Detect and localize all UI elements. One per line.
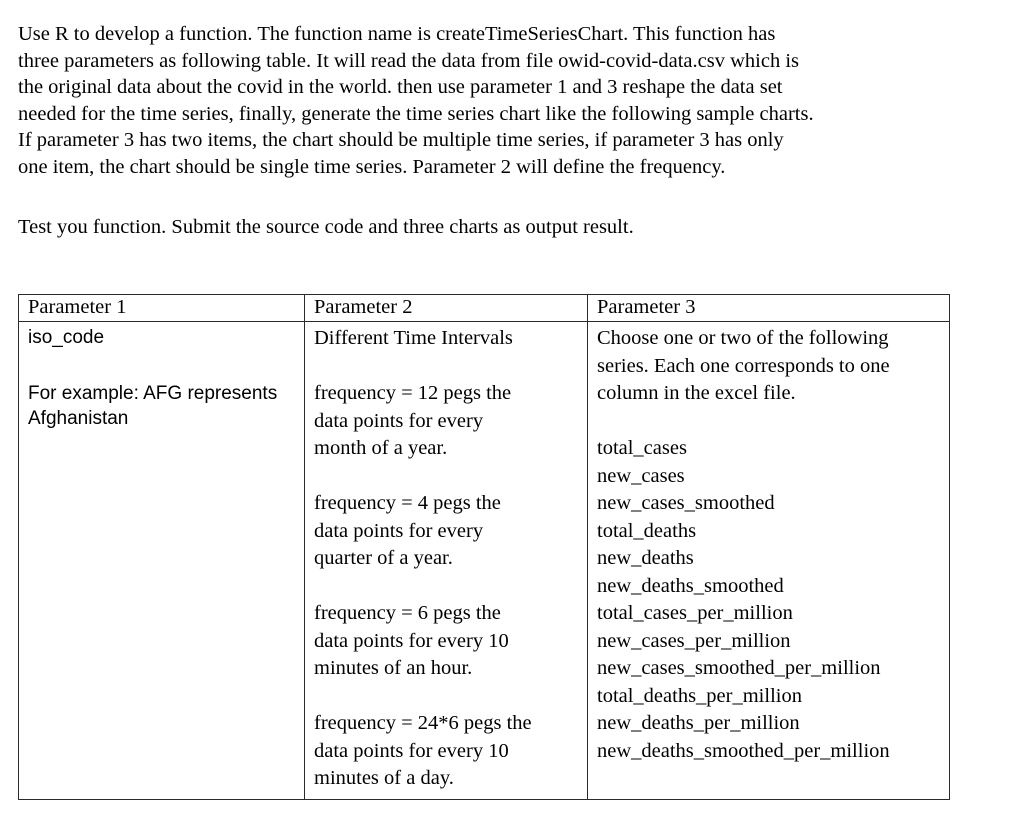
series-item: total_cases [597, 437, 687, 460]
param2-title: Different Time Intervals [314, 327, 513, 350]
table-body-row: iso_code For example: AFG represents Afg… [18, 321, 950, 800]
parameters-table: Parameter 1 Parameter 2 Parameter 3 iso_… [18, 294, 950, 800]
frequency-list: frequency = 12 pegs the data points for … [314, 380, 578, 793]
frequency-item: frequency = 6 pegs the data points for e… [314, 602, 509, 680]
series-item: new_deaths_per_million [597, 712, 800, 735]
series-item: total_cases_per_million [597, 602, 793, 625]
series-item: new_deaths [597, 547, 694, 570]
series-item: new_cases_smoothed_per_million [597, 657, 881, 680]
intro-paragraph: Use R to develop a function. The functio… [18, 23, 814, 178]
param1-cell: iso_code For example: AFG represents Afg… [18, 321, 305, 800]
series-item: new_deaths_smoothed_per_million [597, 739, 890, 762]
param2-cell: Different Time Intervals frequency = 12 … [304, 321, 588, 800]
series-item: total_deaths [597, 519, 697, 542]
header-parameter-1: Parameter 1 [18, 294, 305, 323]
submit-paragraph: Test you function. Submit the source cod… [18, 215, 634, 238]
header-parameter-2: Parameter 2 [304, 294, 588, 323]
frequency-item: frequency = 12 pegs the data points for … [314, 382, 512, 460]
series-item: total_deaths_per_million [597, 684, 802, 707]
series-item: new_cases [597, 464, 685, 487]
table-header-row: Parameter 1 Parameter 2 Parameter 3 [18, 294, 950, 323]
series-item: new_cases_smoothed [597, 492, 775, 515]
param3-cell: Choose one or two of the following serie… [587, 321, 950, 800]
header-parameter-3: Parameter 3 [587, 294, 950, 323]
series-item: new_deaths_smoothed [597, 574, 784, 597]
param1-example: For example: AFG represents Afghanistan [28, 383, 278, 429]
frequency-item: frequency = 24*6 pegs the data points fo… [314, 712, 532, 790]
series-item: new_cases_per_million [597, 629, 791, 652]
param1-value: iso_code [28, 327, 105, 349]
param3-description: Choose one or two of the following serie… [597, 327, 890, 405]
frequency-item: frequency = 4 pegs the data points for e… [314, 492, 501, 570]
